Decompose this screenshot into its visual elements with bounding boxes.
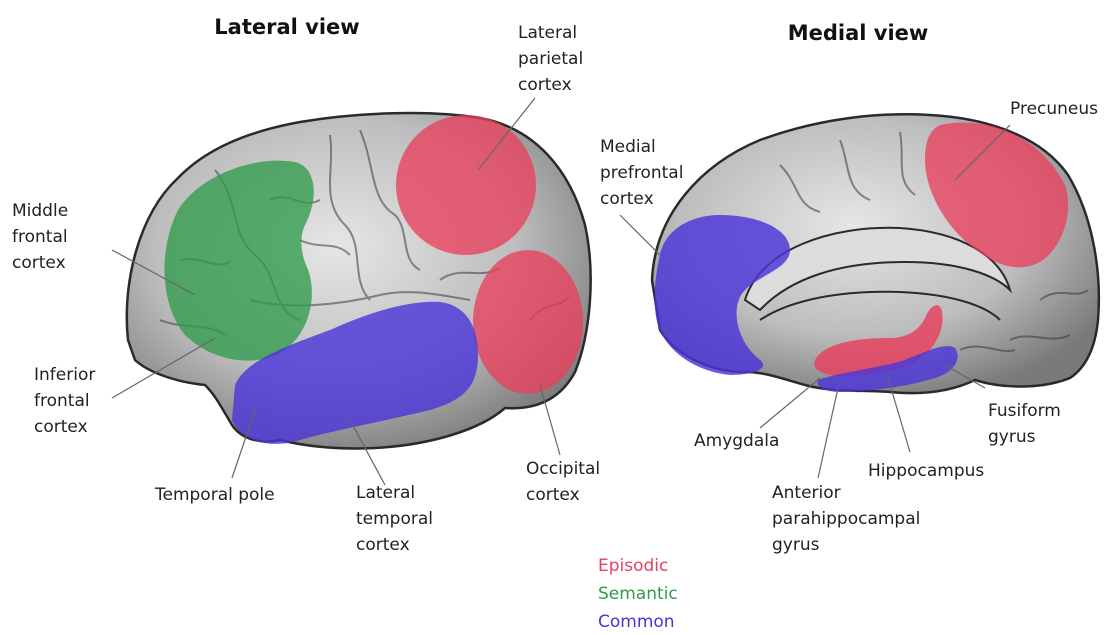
medial-view-title: Medial view (788, 21, 929, 45)
label-hippocampus: Hippocampus (868, 461, 984, 481)
svg-text:Lateral: Lateral (518, 23, 577, 43)
label-anterior-parahippocampal: Anterior parahippocampal gyrus (772, 483, 920, 555)
svg-text:Fusiform: Fusiform (988, 401, 1061, 421)
label-lateral-parietal: Lateral parietal cortex (518, 23, 583, 95)
svg-text:Inferior: Inferior (34, 365, 95, 385)
leader-anterior-parahippocampal (818, 388, 838, 478)
svg-text:Medial: Medial (600, 137, 656, 157)
lateral-brain (127, 113, 591, 448)
svg-text:Middle: Middle (12, 201, 68, 221)
region-episodic-lateral-parietal (396, 115, 536, 255)
legend: Episodic Semantic Common (598, 556, 678, 632)
legend-episodic: Episodic (598, 556, 668, 576)
label-inferior-frontal: Inferior frontal cortex (34, 365, 95, 437)
label-middle-frontal: Middle frontal cortex (12, 201, 68, 273)
svg-text:Occipital: Occipital (526, 459, 600, 479)
legend-common: Common (598, 612, 675, 632)
svg-text:parahippocampal: parahippocampal (772, 509, 920, 529)
region-episodic-occipital (473, 250, 583, 394)
svg-text:cortex: cortex (34, 417, 88, 437)
leader-amygdala (760, 378, 820, 428)
svg-text:prefrontal: prefrontal (600, 163, 683, 183)
label-amygdala: Amygdala (694, 431, 779, 451)
svg-text:parietal: parietal (518, 49, 583, 69)
svg-text:Hippocampus: Hippocampus (868, 461, 984, 481)
svg-text:frontal: frontal (34, 391, 90, 411)
lateral-view-title: Lateral view (214, 15, 359, 39)
svg-text:temporal: temporal (356, 509, 433, 529)
label-temporal-pole: Temporal pole (154, 485, 275, 505)
label-fusiform: Fusiform gyrus (988, 401, 1061, 447)
svg-text:gyrus: gyrus (988, 427, 1036, 447)
svg-text:Lateral: Lateral (356, 483, 415, 503)
legend-semantic: Semantic (598, 584, 678, 604)
svg-text:cortex: cortex (600, 189, 654, 209)
svg-text:Temporal pole: Temporal pole (154, 485, 275, 505)
label-occipital: Occipital cortex (526, 459, 600, 505)
svg-text:Amygdala: Amygdala (694, 431, 779, 451)
label-lateral-temporal: Lateral temporal cortex (356, 483, 433, 555)
svg-text:cortex: cortex (12, 253, 66, 273)
leader-medial-prefrontal (620, 215, 660, 255)
svg-text:cortex: cortex (518, 75, 572, 95)
label-medial-prefrontal: Medial prefrontal cortex (600, 137, 683, 209)
svg-text:frontal: frontal (12, 227, 68, 247)
svg-text:Precuneus: Precuneus (1010, 99, 1098, 119)
svg-text:cortex: cortex (356, 535, 410, 555)
svg-text:Anterior: Anterior (772, 483, 841, 503)
svg-text:cortex: cortex (526, 485, 580, 505)
label-precuneus: Precuneus (1010, 99, 1098, 119)
svg-text:gyrus: gyrus (772, 535, 820, 555)
medial-brain (652, 114, 1099, 393)
